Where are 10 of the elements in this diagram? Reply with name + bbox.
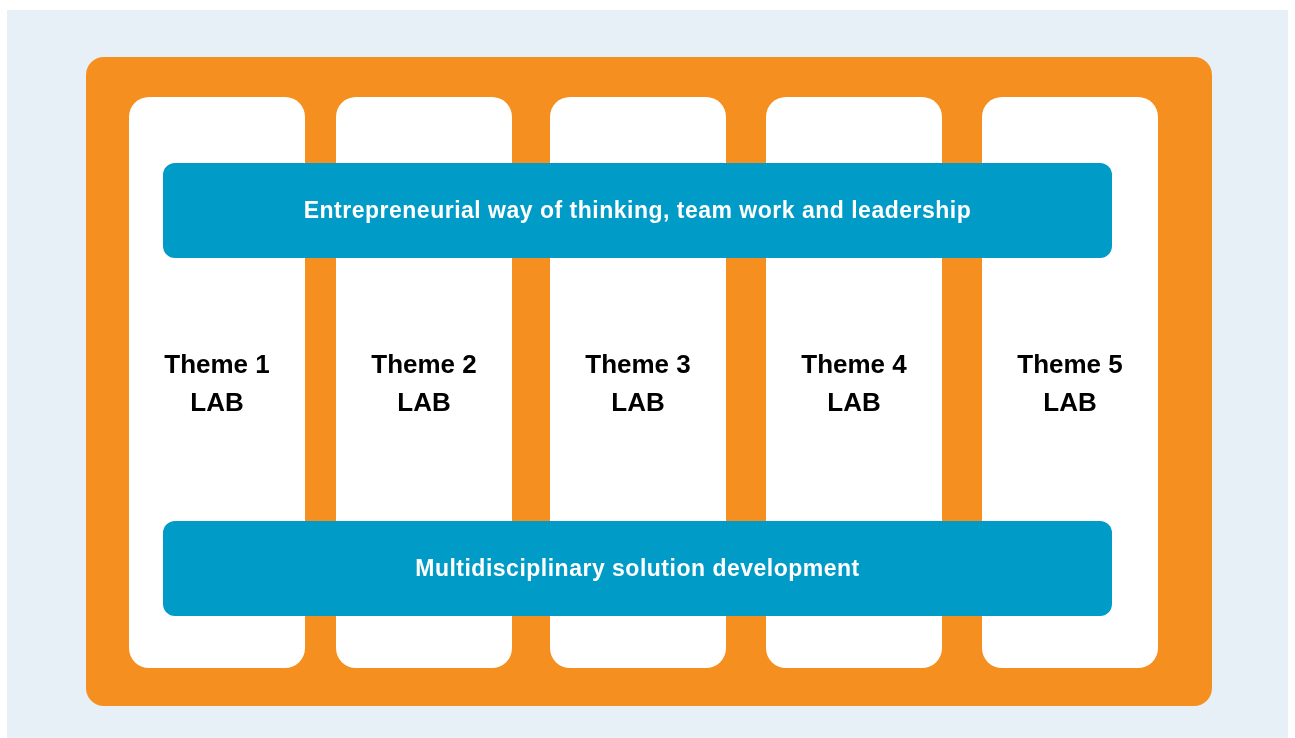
band-box (163, 163, 1112, 258)
band-box (163, 521, 1112, 616)
theme-label: Theme 2 LAB (370, 347, 478, 419)
theme-label: Theme 5 LAB (1016, 347, 1124, 419)
theme-label: Theme 3 LAB (584, 347, 692, 419)
band-label: Entrepreneurial way of thinking, team work and leadership (303, 197, 972, 224)
theme-label: Theme 1 LAB (163, 347, 271, 419)
band-label: Multidisciplinary solution development (415, 555, 860, 582)
frame-box (86, 57, 1212, 706)
theme-label: Theme 4 LAB (800, 347, 908, 419)
